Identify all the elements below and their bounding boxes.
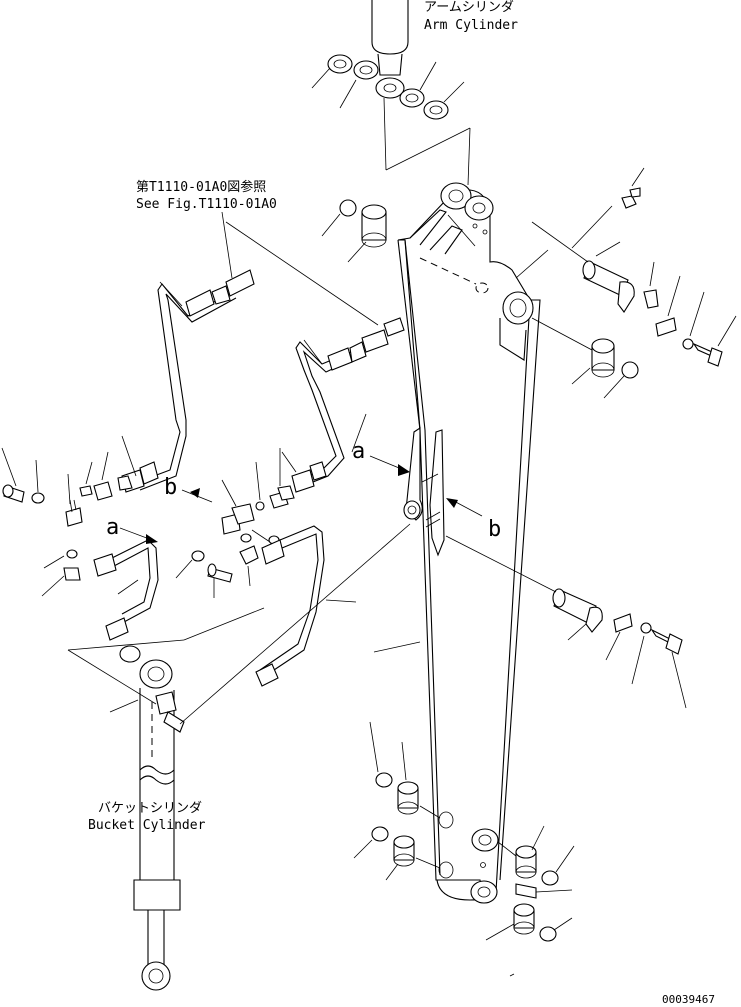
marker-a-right-arrowhead: [398, 464, 410, 476]
marker-b-left-arrowhead: [190, 488, 200, 498]
bucket-cylinder-label-en: Bucket Cylinder: [88, 818, 206, 833]
arm-cylinder-label-jp: アームシリンダ: [424, 0, 514, 15]
marker-a-left: a: [106, 515, 119, 540]
drawing-number: 00039467: [662, 993, 715, 1006]
see-figure-leader-1: [221, 211, 233, 279]
bottom-left-bushings: [353, 721, 441, 881]
bucket-cylinder-label-jp: バケットシリンダ: [98, 801, 202, 816]
center-fittings: [175, 448, 295, 598]
arm-leader: [373, 641, 421, 653]
pipe-lower-right: [255, 525, 357, 687]
marker-b-right-arrowhead: [446, 498, 458, 508]
marker-a-left-arrowhead: [146, 534, 158, 544]
pipe-lower-left: [93, 539, 159, 641]
arm-cylinder: [371, 0, 471, 186]
see-figure-label-jp: 第T1110-01A0図参照: [136, 179, 266, 195]
bucket-cylinder: [67, 523, 411, 991]
see-figure-label-en: See Fig.T1110-01A0: [136, 197, 277, 212]
bottom-right-bushings: [485, 825, 575, 977]
marker-b-right: b: [488, 517, 501, 542]
top-bushing: [321, 199, 387, 263]
upper-pin-assembly: [515, 167, 737, 399]
pipe-upper-right: [281, 317, 405, 493]
marker-b-right-arrow: [451, 499, 483, 517]
marker-a-right: a: [352, 439, 365, 464]
arm-cylinder-washers: [311, 54, 465, 120]
arm-cylinder-label-en: Arm Cylinder: [424, 18, 518, 33]
arm-body: [397, 182, 541, 904]
lower-pin-assembly: [445, 535, 687, 709]
left-fittings: [1, 447, 133, 597]
pipe-upper-left: [121, 269, 255, 493]
see-figure-leader-2: [225, 221, 379, 326]
marker-b-left: b: [164, 475, 177, 500]
